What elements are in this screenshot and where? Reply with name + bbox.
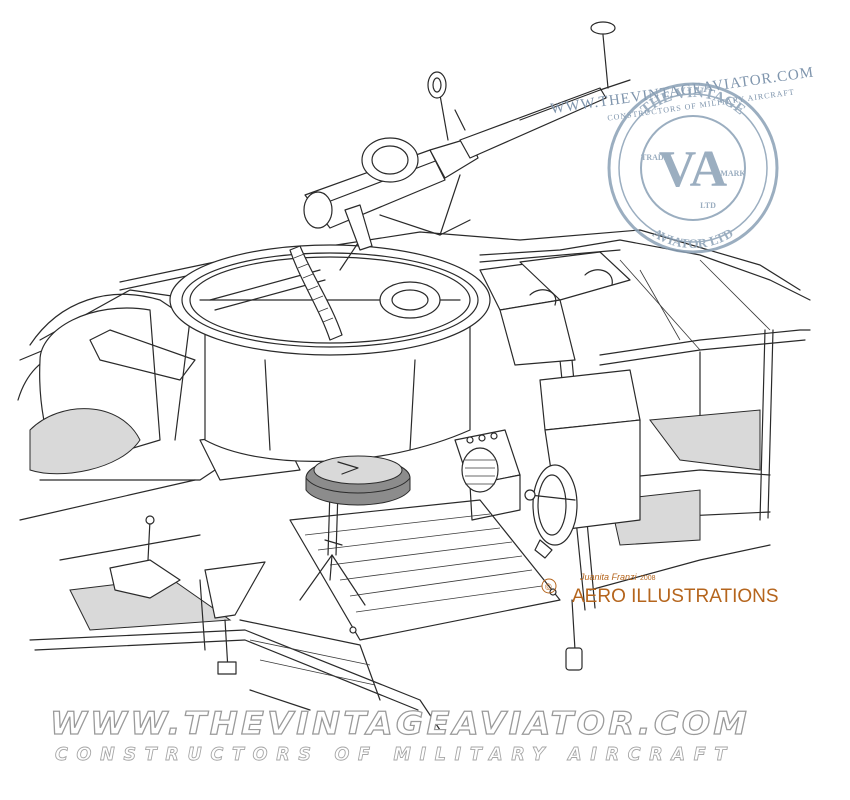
bottom-watermark: WWW.THEVINTAGEAVIATOR.COM CONSTRUCTORS O…	[49, 705, 750, 765]
stamp-left-word: TRADE	[641, 153, 669, 162]
stamp-monogram: VA	[659, 141, 728, 198]
fuselage-frame	[17, 229, 811, 731]
stamp-small: LTD	[700, 201, 716, 210]
forward-cockpit	[29, 307, 301, 675]
copyright-symbol: ©	[545, 582, 552, 592]
gun-barrel	[459, 87, 607, 159]
machine-gun	[303, 21, 631, 271]
artist-credit: © Juanita Franzi 2008 AERO ILLUSTRATIONS	[541, 572, 779, 607]
shadow-panel	[649, 409, 761, 471]
equipment-rack	[454, 251, 641, 559]
observer-stool	[299, 455, 411, 606]
fore-sight	[590, 21, 616, 35]
studio-name: AERO ILLUSTRATIONS	[572, 586, 779, 607]
artist-name: Juanita Franzi	[579, 572, 638, 582]
bottom-watermark-url: WWW.THEVINTAGEAVIATOR.COM	[50, 706, 750, 742]
credit-year: 2008	[640, 575, 656, 582]
generator	[461, 447, 499, 493]
bottom-watermark-tagline: CONSTRUCTORS OF MILITARY AIRCRAFT	[55, 744, 735, 765]
ammo-drum	[361, 137, 419, 183]
ring-sight	[427, 71, 447, 99]
stamp-right-word: MARK	[720, 169, 746, 178]
wireless-reel	[532, 464, 578, 546]
gun-ring-mount	[169, 244, 491, 462]
bottom-weight	[565, 647, 583, 671]
floor-boards	[239, 499, 583, 711]
